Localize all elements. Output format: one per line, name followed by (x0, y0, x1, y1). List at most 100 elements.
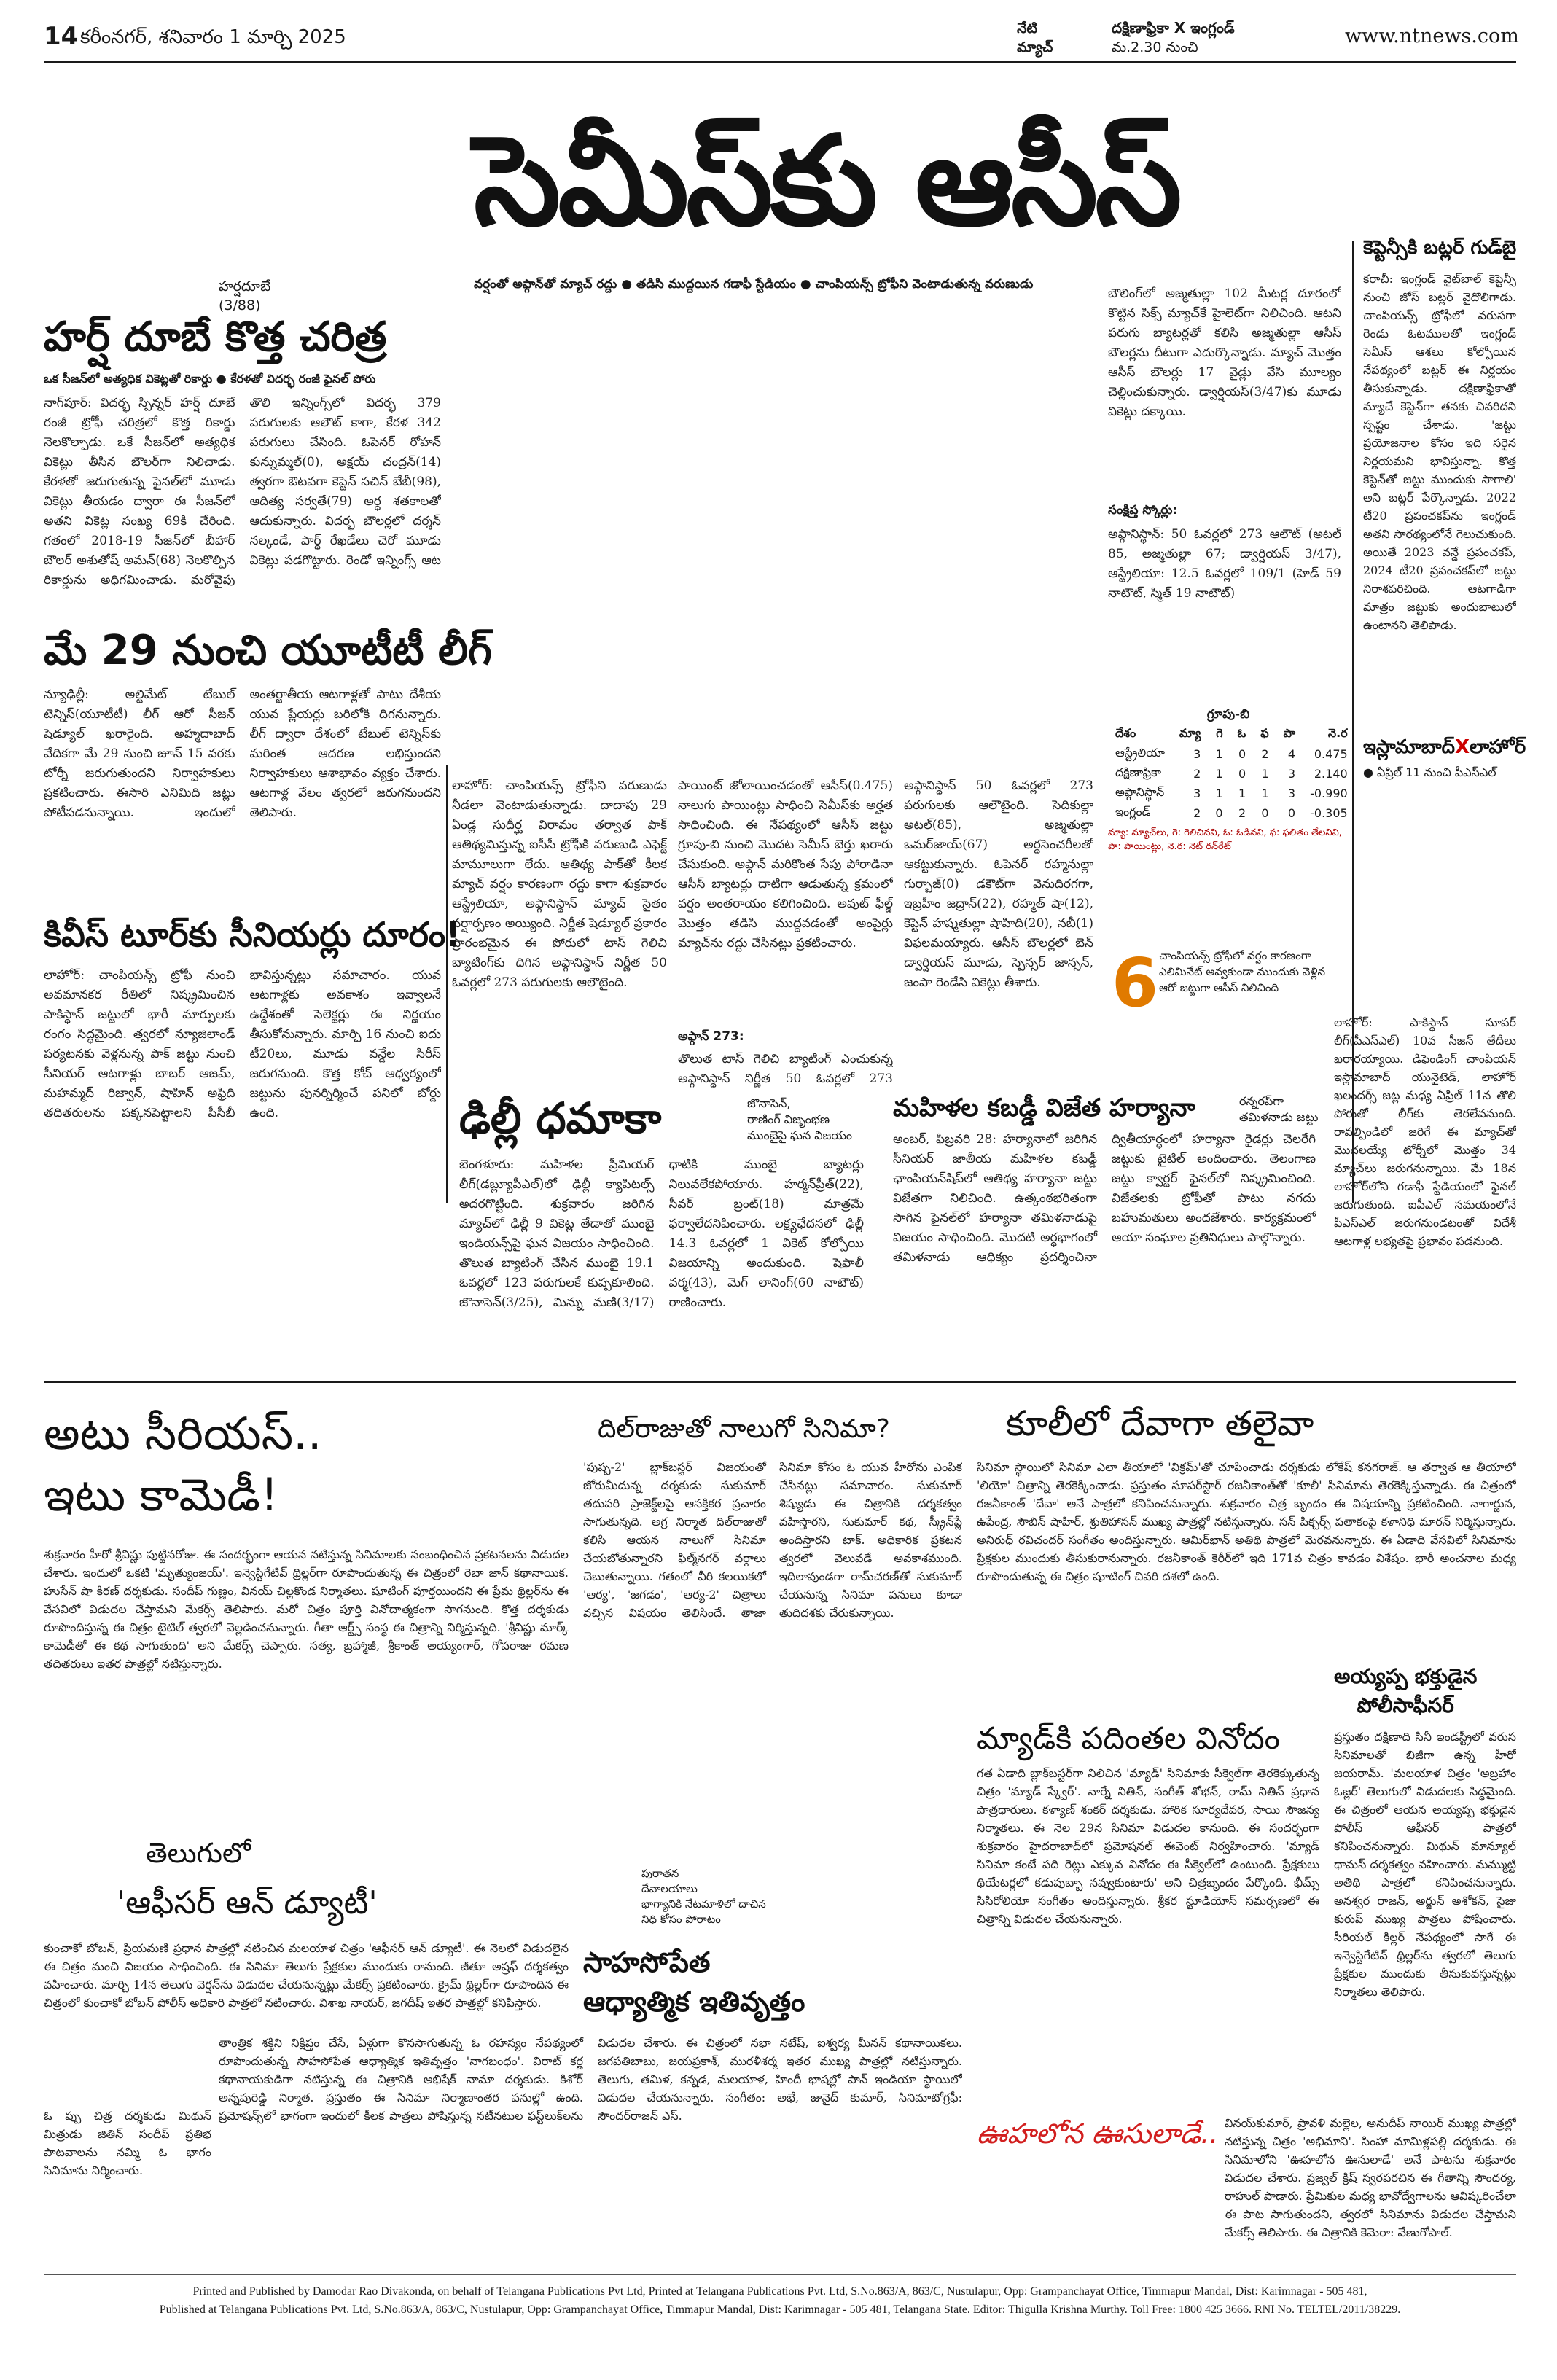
points-table-header-cell: గె (1216, 726, 1223, 740)
ut-body: న్యూఢిల్లీ: అల్టిమేట్‌ టేబుల్‌ టెన్నిస్‌… (44, 687, 441, 820)
points-table-title: గ్రూపు-బి (1206, 707, 1250, 722)
points-table-cell: దక్షిణాఫ్రికా (1115, 765, 1162, 779)
delhi-side: జొనాసెన్‌, రాణింగ్‌ విజృంభణ ముంబైపై ఘన వ… (747, 1096, 853, 1142)
masthead-rule (44, 61, 1516, 63)
captain-headline: కెప్టెన్సీకి బట్లర్‌ గుడ్‌బై (1363, 237, 1517, 259)
lead-strap: వర్షంతో అఫ్గాన్‌తో మ్యాచ్‌ రద్దు ● తడిసి… (474, 277, 1034, 292)
right-divider (1352, 241, 1354, 1203)
sahasa-left: ఓ ప్పు చిత్ర దర్శకుడు మిథున్‌ మిత్రుడు జ… (44, 2109, 211, 2177)
dil-headline: దిల్‌రాజుతో నాలుగో సినిమా? (598, 1414, 890, 1444)
six-text: చాంపియన్స్‌ ట్రోఫీలో వర్షం కారణంగా ఎలిమి… (1159, 949, 1326, 994)
isl-team-a: ఇస్లామాబాద్‌ (1363, 736, 1455, 758)
points-table-header-cell: ఓ (1237, 726, 1246, 740)
delhi-headline: ఢిల్లీ ధమాకా (459, 1093, 662, 1143)
points-table-cell: -0.990 (1310, 787, 1348, 800)
points-table-cell: 2.140 (1314, 767, 1348, 781)
lead-brief-label: సంక్షిప్త స్కోర్లు: (1108, 503, 1178, 518)
kabaddi-side: రన్నరప్‌గా తమిళనాడు జట్టు (1239, 1094, 1319, 1124)
lead-body-col4: బౌలింగ్‌లో అజ్మతుల్లా 102 మీటర్ల దూరంలో … (1108, 286, 1341, 419)
lead-brief: అఫ్గానిస్థాన్‌: 50 ఓవర్లలో 273 ఆలౌట్‌ (అ… (1108, 527, 1341, 601)
points-table-cell: 1 (1215, 747, 1223, 761)
points-table-cell: 0 (1238, 747, 1246, 761)
delhi-body: బెంగళూరు: మహిళల ప్రీమియర్‌ లీగ్‌(డబ్ల్యూ… (459, 1158, 864, 1310)
film1-headline: అటు సీరియస్‌.. ఇటు కామెడీ! (44, 1407, 322, 1521)
officer-body: కుంచాకో బోబన్‌, ప్రియమణి ప్రధాన పాత్రల్ల… (44, 1941, 569, 2010)
points-table-cell: ఆస్ట్రేలియా (1115, 746, 1165, 760)
mad-headline: మ్యాడ్‌కి పదింతల వినోదం (977, 1720, 1280, 1756)
oohala-body: వినయ్‌కుమార్‌, ప్రావళి మల్లెల, అనుదీప్‌ … (1225, 2116, 1516, 2239)
afghan-label: అఫ్గాన్‌ 273: (678, 1029, 744, 1044)
points-table-cell: 3 (1287, 767, 1296, 781)
ayyappa-body: ప్రస్తుతం దక్షిణాది సినీ ఇండస్ట్రీలో వరు… (1334, 1730, 1516, 1999)
points-table-cell: 1 (1215, 787, 1223, 800)
points-table-cell: అఫ్గానిస్థాన్‌ (1115, 785, 1165, 799)
points-table-header-cell: మ్యా (1179, 726, 1201, 740)
isl-team-b: లాహోర్‌ (1470, 736, 1526, 758)
kabaddi-headline: మహిళల కబడ్డీ విజేత హర్యానా (893, 1093, 1195, 1123)
kiwi-body: లాహోర్‌: చాంపియన్స్‌ ట్రోఫీ నుంచి అవమానక… (44, 968, 441, 1120)
kabaddi-body: అంబర్‌, ఫిబ్రవరి 28: హర్యానాలో జరిగిన సీ… (893, 1132, 1316, 1265)
dubey-headline: హర్ష్‌ దూబే కొత్త చరిత్ర (44, 313, 387, 361)
points-table-cell: 3 (1287, 787, 1296, 800)
mad-body: గత ఏడాది బ్లాక్‌బస్టర్‌గా నిలిచిన 'మ్యాడ… (977, 1766, 1319, 1926)
points-table-cell: 0 (1287, 806, 1296, 820)
points-table-cell: 1 (1238, 787, 1246, 800)
points-table-cell: 1 (1215, 767, 1223, 781)
points-table-cell: 2 (1261, 747, 1269, 761)
points-table-cell: 0 (1215, 806, 1223, 820)
points-table-header-cell: దేశం (1115, 726, 1136, 740)
lead-body-col1: లాహోర్‌: చాంపియన్స్‌ ట్రోఫీని వరుణుడు నీ… (452, 779, 667, 990)
points-table-cell: 4 (1287, 747, 1296, 761)
footer-line2: Published at Telangana Publications Pvt.… (159, 2303, 1401, 2316)
lead-kicker: హర్షదూబే (3/88) (219, 278, 271, 313)
dateline: కరీంనగర్, శనివారం 1 మార్చి 2025 (80, 26, 346, 48)
points-table-cell: 0.475 (1314, 747, 1348, 761)
isl-title: ఇస్లామాబాద్‌Xలాహోర్‌ (1363, 736, 1526, 762)
oohala-headline: ఊహలోన ఊసులాడే.. (977, 2118, 1219, 2150)
isl-body: లాహోర్‌: పాకిస్థాన్‌ సూపర్‌ లీగ్‌(పీఎస్‌… (1334, 1015, 1516, 1248)
today-match-label: నేటి మ్యాచ్ (1017, 20, 1053, 55)
ut-headline: మే 29 నుంచి యూటీటీ లీగ్‌ (44, 627, 492, 674)
points-table-cell: 3 (1193, 747, 1201, 761)
points-table-note: మ్యా: మ్యాచ్‌లు, గె: గెలిచినవి, ఓ: ఓడినవ… (1108, 827, 1342, 852)
points-table-header-cell: ఫ (1260, 726, 1269, 740)
page-number: 14 (44, 22, 79, 51)
points-table-row: అఫ్గానిస్థాన్‌ 3 1 1 1 3 -0.990 (1108, 784, 1355, 803)
officer-headline: 'ఆఫీసర్‌ ఆన్‌ డ్యూటీ' (117, 1884, 378, 1921)
kiwi-headline: కివీస్‌ టూర్‌కు సీనియర్లు దూరం! (44, 915, 461, 954)
coolie-body: సినిమా స్థాయిలో సినిమా ఎలా తీయాలో 'విక్ర… (977, 1460, 1516, 1583)
lead-body-col3: అఫ్గానిస్థాన్‌ 50 ఓవర్లలో 273 పరుగులకు ఆ… (904, 779, 1093, 990)
points-table-cell: 1 (1261, 787, 1269, 800)
match-time: మ.2.30 నుంచి (1112, 39, 1198, 55)
left-divider (446, 765, 448, 1203)
points-table-cell: 3 (1193, 787, 1201, 800)
ayyappa-headline: అయ్యప్ప భక్తుడైన పోలీసాఫీసర్‌ (1334, 1664, 1478, 1717)
points-table-cell: 2 (1238, 806, 1246, 820)
points-table-cell: 1 (1261, 767, 1269, 781)
lead-headline: సెమీస్‌కు ఆసీస్‌ (474, 109, 1182, 254)
lead-body-col2: పాయింట్‌ జోలాయించడంతో ఆసీస్‌(0.475) నాలు… (678, 779, 893, 951)
points-table-header-cell: పా (1283, 726, 1296, 740)
points-table-cell: 2 (1193, 806, 1201, 820)
film1-body: శుక్రవారం హీరో శ్రీవిష్ణు పుట్టినరోజు. ఈ… (44, 1548, 569, 1671)
match-fixture: దక్షిణాఫ్రికా X ఇంగ్లండ్ (1112, 19, 1235, 36)
site-url[interactable]: www.ntnews.com (1345, 25, 1519, 47)
points-table-cell: 2 (1193, 767, 1201, 781)
sahasa-kicker: పురాతన దేవాలయాలు భాగ్యానికి నేటమాళిలో దా… (641, 1867, 766, 1926)
sports-film-rule (44, 1381, 1516, 1383)
afghan-text: తొలుత టాస్‌ గెలిచి బ్యాటింగ్‌ ఎంచుకున్న … (678, 1052, 893, 1093)
dubey-body: నాగ్‌పూర్‌: విదర్భ స్పిన్నర్‌ హర్ష్‌ దూబ… (44, 396, 441, 588)
captain-body: కరాచీ: ఇంగ్లండ్‌ వైట్‌బాల్‌ కెప్టెన్సీ న… (1363, 272, 1516, 632)
points-table-cell: 0 (1261, 806, 1269, 820)
officer-kicker: తెలుగులో (146, 1837, 251, 1869)
footer-line1: Printed and Published by Damodar Rao Div… (192, 2285, 1367, 2298)
sahasa-headline: సాహసోపేత ఆధ్యాత్మిక ఇతివృత్తం (583, 1946, 805, 2018)
isl-sub: ● ఏప్రిల్‌ 11 నుంచి పీఎస్‌ఎల్‌ (1363, 765, 1496, 779)
points-table-cell: 0 (1238, 767, 1246, 781)
